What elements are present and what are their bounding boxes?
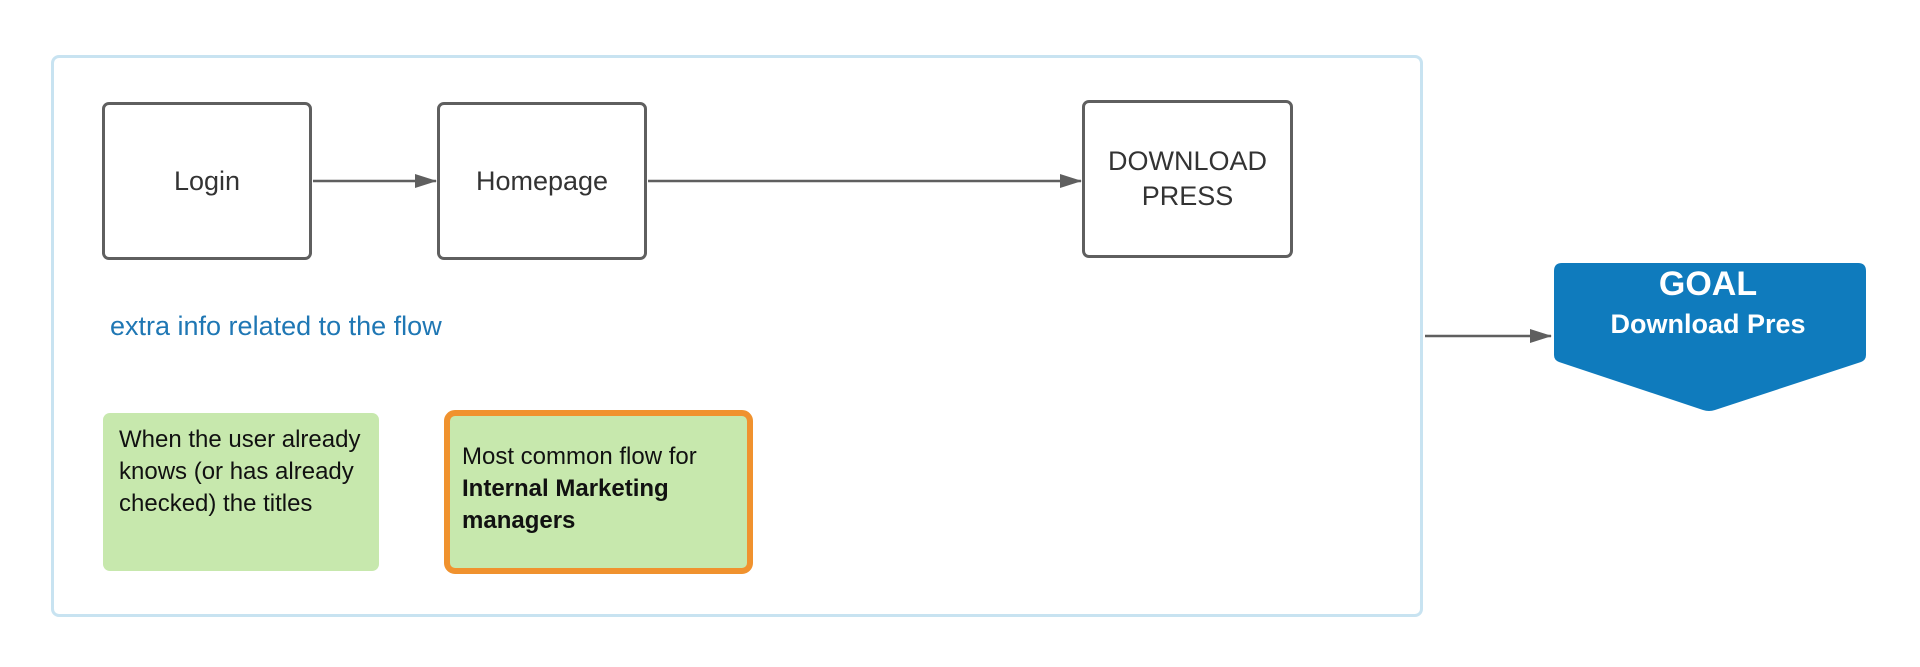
homepage-step-label: Homepage	[475, 165, 609, 196]
common-flow-note: Most common flow for Internal Marketing …	[444, 410, 753, 574]
login-step-box[interactable]: Login	[102, 102, 312, 260]
common-flow-note-prefix: Most common flow for	[462, 443, 697, 470]
download-press-label-line1: DOWNLOAD	[1107, 146, 1267, 176]
login-step-label: Login	[173, 165, 241, 196]
homepage-step-box[interactable]: Homepage	[437, 102, 647, 260]
known-titles-note-text: When the user already knows (or has alre…	[119, 426, 361, 517]
common-flow-note-audience: Internal Marketing managers	[462, 475, 669, 534]
download-press-step-box[interactable]: DOWNLOAD PRESS	[1082, 100, 1293, 258]
download-press-label-line2: PRESS	[1141, 181, 1234, 211]
goal-subtitle: Download Pres	[1610, 309, 1806, 339]
goal-pentagon-shape	[1554, 263, 1866, 411]
known-titles-note: When the user already knows (or has alre…	[103, 413, 379, 571]
goal-title: GOAL	[1658, 265, 1758, 303]
extra-info-text: extra info related to the flow	[110, 311, 442, 341]
